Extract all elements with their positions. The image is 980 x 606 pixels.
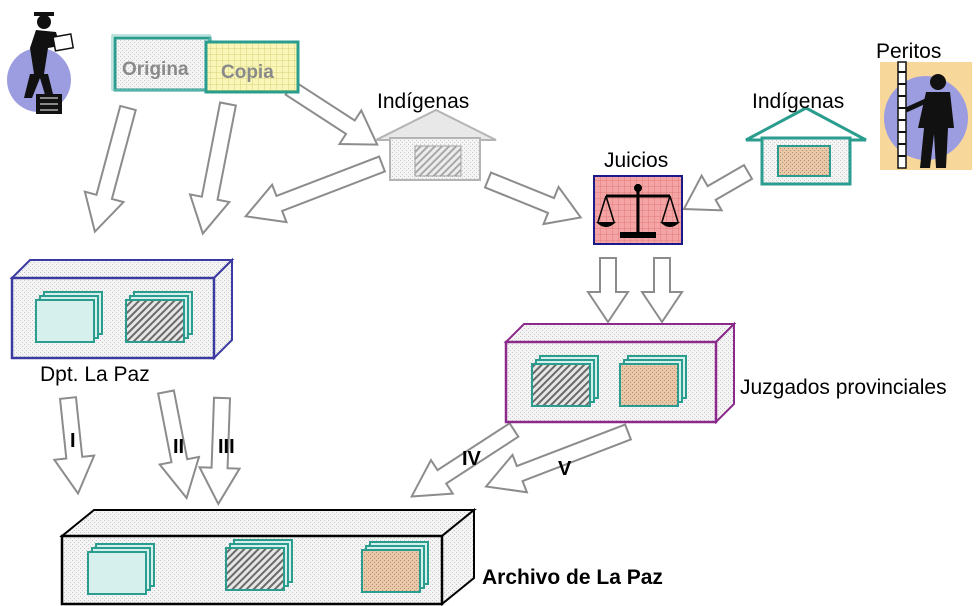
dpt-original-stack bbox=[35, 291, 103, 343]
arrow-juicios-to-juzgados-1 bbox=[586, 257, 630, 324]
archivo-hatched-stack bbox=[225, 539, 293, 591]
dpt-la-paz-box bbox=[9, 257, 235, 361]
arrow-juicios-to-juzgados-2 bbox=[640, 257, 684, 324]
juicios-scales-icon bbox=[593, 175, 683, 245]
route-iv-label: IV bbox=[462, 448, 481, 470]
indigenas-house-center bbox=[375, 108, 497, 181]
juzgados-provinciales-label: Juzgados provinciales bbox=[740, 376, 947, 399]
arrow-route-v bbox=[484, 423, 633, 494]
copia-document bbox=[204, 40, 300, 94]
route-i-label: I bbox=[70, 430, 76, 452]
original-document-label: Origina bbox=[122, 59, 189, 80]
indigenas-house-right bbox=[745, 106, 867, 186]
peritos-surveyor-icon bbox=[880, 61, 972, 170]
juicios-label: Juicios bbox=[604, 149, 669, 172]
arrow-indigenas-right-to-juicios bbox=[682, 163, 754, 212]
archivo-la-paz-box bbox=[59, 507, 477, 606]
juzgados-tan-stack bbox=[619, 355, 687, 407]
arrow-indigenas-to-juicios bbox=[483, 171, 583, 226]
arrow-route-i bbox=[52, 396, 96, 496]
juzgados-provinciales-box bbox=[503, 321, 737, 425]
arrow-copia-to-indigenas bbox=[284, 79, 379, 146]
dpt-copia-stack bbox=[125, 291, 193, 343]
copia-document-label: Copia bbox=[221, 62, 274, 83]
peritos-label: Peritos bbox=[876, 40, 942, 63]
notary-person-icon bbox=[7, 8, 75, 114]
dpt-la-paz-label: Dpt. La Paz bbox=[40, 363, 150, 386]
indigenas-center-label: Indígenas bbox=[377, 90, 470, 113]
arrow-route-ii bbox=[156, 389, 201, 501]
route-v-label: V bbox=[558, 458, 572, 480]
juzgados-hatched-stack bbox=[531, 355, 599, 407]
arrow-original-to-dpt bbox=[83, 104, 137, 234]
arrow-route-iv bbox=[409, 421, 520, 498]
arrow-indigenas-to-dpt bbox=[243, 155, 387, 224]
original-document bbox=[111, 34, 212, 92]
archivo-original-stack bbox=[87, 543, 155, 595]
archivo-tan-stack bbox=[361, 541, 429, 593]
arrow-copia-to-dpt bbox=[188, 101, 238, 236]
indigenas-right-label: Indígenas bbox=[752, 90, 845, 113]
arrow-route-iii bbox=[197, 396, 242, 506]
route-iii-label: III bbox=[218, 436, 235, 458]
archivo-la-paz-label: Archivo de La Paz bbox=[482, 566, 663, 589]
route-ii-label: II bbox=[173, 436, 185, 458]
